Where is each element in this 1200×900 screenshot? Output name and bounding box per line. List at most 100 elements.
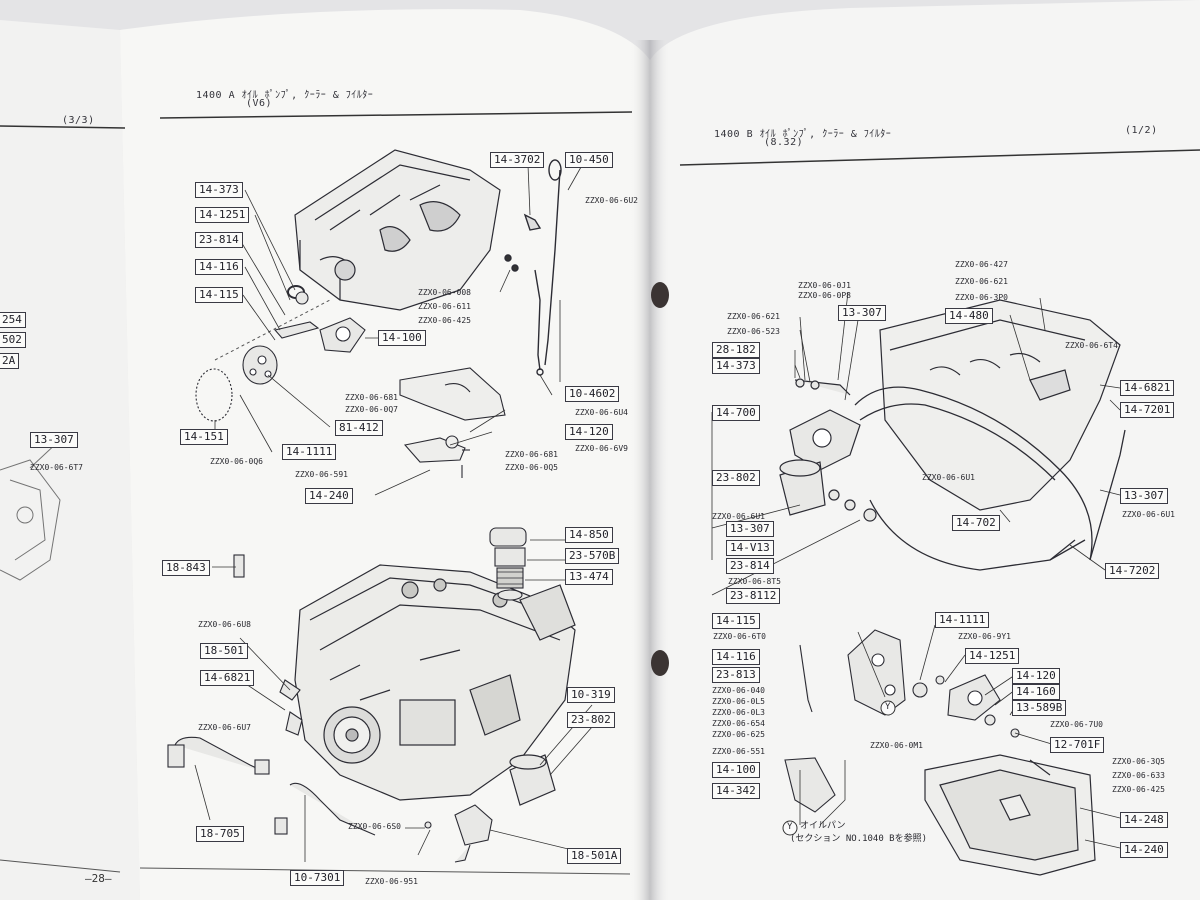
part-14-151[interactable]: 14-151 bbox=[180, 429, 228, 445]
code-zzx0-06-040: ZZX0-06-040 bbox=[712, 686, 765, 695]
code-zzx0-06-7u0: ZZX0-06-7U0 bbox=[1050, 720, 1103, 729]
code-zzx0-06-0q6: ZZX0-06-0Q6 bbox=[210, 457, 263, 466]
part-10-319[interactable]: 10-319 bbox=[567, 687, 615, 703]
code-zzx0-06-0p8: ZZX0-06-0P8 bbox=[798, 291, 851, 300]
cylinder-block-drawing bbox=[294, 149, 501, 311]
part-14-373[interactable]: 14-373 bbox=[195, 182, 243, 198]
code-zzx0-06-625: ZZX0-06-625 bbox=[712, 730, 765, 739]
part-14-v13[interactable]: 14-V13 bbox=[726, 540, 774, 556]
code-zzx0-06-3p0: ZZX0-06-3P0 bbox=[955, 293, 1008, 302]
code-zzx0-06-6u2: ZZX0-06-6U2 bbox=[585, 196, 638, 205]
part-14-702[interactable]: 14-702 bbox=[952, 515, 1000, 531]
right-engine-block-drawing bbox=[879, 299, 1121, 511]
oil-cooler-drawing bbox=[489, 527, 527, 601]
code-zzx0-06-8t5: ZZX0-06-8T5 bbox=[728, 577, 781, 586]
ref-label-y-lower: Y bbox=[787, 822, 793, 832]
code-zzx0-06-591: ZZX0-06-591 bbox=[295, 470, 348, 479]
part-13-307-top[interactable]: 13-307 bbox=[838, 305, 886, 321]
part-14-240[interactable]: 14-240 bbox=[305, 488, 353, 504]
code-zzx0-06-0l5: ZZX0-06-0L5 bbox=[712, 697, 765, 706]
part-14-116[interactable]: 14-116 bbox=[712, 649, 760, 665]
part-14-100[interactable]: 14-100 bbox=[712, 762, 760, 778]
part-14-115[interactable]: 14-115 bbox=[712, 613, 760, 629]
part-13-307-mid[interactable]: 13-307 bbox=[726, 521, 774, 537]
part-14-1111[interactable]: 14-1111 bbox=[282, 444, 337, 460]
code-zzx0-06-6u4: ZZX0-06-6U4 bbox=[575, 408, 628, 417]
code-zzx0-06-6t4: ZZX0-06-6T4 bbox=[1065, 341, 1118, 350]
code-zzx0-06-951: ZZX0-06-951 bbox=[365, 877, 418, 886]
partial-code-1: ZZX0-06-6T7 bbox=[30, 463, 83, 472]
ref-label-y-upper: Y bbox=[885, 702, 891, 712]
part-14-100[interactable]: 14-100 bbox=[378, 330, 426, 346]
code-zzx0-06-654: ZZX0-06-654 bbox=[712, 719, 765, 728]
oil-lines-drawing bbox=[854, 386, 1126, 571]
code-zzx0-06-427: ZZX0-06-427 bbox=[955, 260, 1008, 269]
code-zzx0-06-551: ZZX0-06-551 bbox=[712, 747, 765, 756]
part-18-705[interactable]: 18-705 bbox=[196, 826, 244, 842]
part-14-1111[interactable]: 14-1111 bbox=[935, 612, 990, 628]
part-14-6821[interactable]: 14-6821 bbox=[200, 670, 255, 686]
part-13-589b[interactable]: 13-589B bbox=[1012, 700, 1067, 716]
code-zzx0-06-008: ZZX0-06-008 bbox=[418, 288, 471, 297]
oil-pump-drawing bbox=[195, 285, 366, 422]
code-zzx0-06-681-a: ZZX0-06-681 bbox=[345, 393, 398, 402]
part-14-3702[interactable]: 14-3702 bbox=[490, 152, 545, 168]
code-zzx0-06-621-a: ZZX0-06-621 bbox=[727, 312, 780, 321]
code-zzx0-06-0l3: ZZX0-06-0L3 bbox=[712, 708, 765, 717]
dipstick-drawing bbox=[504, 159, 562, 376]
right-header-line2: (8.32) bbox=[764, 137, 804, 148]
partial-box-2: 502 bbox=[0, 332, 26, 348]
code-zzx0-06-3q5: ZZX0-06-3Q5 bbox=[1112, 757, 1165, 766]
part-14-1251[interactable]: 14-1251 bbox=[965, 648, 1020, 664]
part-14-120[interactable]: 14-120 bbox=[565, 424, 613, 440]
code-zzx0-06-6u1-b: ZZX0-06-6U1 bbox=[712, 512, 765, 521]
part-14-115[interactable]: 14-115 bbox=[195, 287, 243, 303]
code-zzx0-06-6u8: ZZX0-06-6U8 bbox=[198, 620, 251, 629]
part-23-570b[interactable]: 23-570B bbox=[565, 548, 620, 564]
oil-filter-drawing bbox=[509, 754, 556, 806]
part-23-814[interactable]: 23-814 bbox=[726, 558, 774, 574]
part-10-450[interactable]: 10-450 bbox=[565, 152, 613, 168]
ref-circle-y-upper bbox=[880, 700, 896, 716]
part-14-850[interactable]: 14-850 bbox=[565, 527, 613, 543]
part-14-160[interactable]: 14-160 bbox=[1012, 684, 1060, 700]
part-10-7301[interactable]: 10-7301 bbox=[290, 870, 345, 886]
part-23-802[interactable]: 23-802 bbox=[567, 712, 615, 728]
part-13-474[interactable]: 13-474 bbox=[565, 569, 613, 585]
part-14-480[interactable]: 14-480 bbox=[945, 308, 993, 324]
code-zzx0-06-6v9: ZZX0-06-6V9 bbox=[575, 444, 628, 453]
part-18-501a[interactable]: 18-501A bbox=[567, 848, 622, 864]
right-page-indicator: (1/2) bbox=[1125, 125, 1158, 136]
part-23-814[interactable]: 23-814 bbox=[195, 232, 243, 248]
part-18-843[interactable]: 18-843 bbox=[162, 560, 210, 576]
left-page-number: —28— bbox=[85, 872, 112, 885]
part-14-373[interactable]: 14-373 bbox=[712, 358, 760, 374]
part-23-802[interactable]: 23-802 bbox=[712, 470, 760, 486]
part-14-7202[interactable]: 14-7202 bbox=[1105, 563, 1160, 579]
part-10-4602[interactable]: 10-4602 bbox=[565, 386, 620, 402]
part-14-240[interactable]: 14-240 bbox=[1120, 842, 1168, 858]
part-28-182[interactable]: 28-182 bbox=[712, 342, 760, 358]
oil-pan-drawing bbox=[924, 754, 1096, 876]
part-12-701f[interactable]: 12-701F bbox=[1050, 737, 1105, 753]
part-14-7201[interactable]: 14-7201 bbox=[1120, 402, 1175, 418]
part-81-412[interactable]: 81-412 bbox=[335, 420, 383, 436]
part-14-116[interactable]: 14-116 bbox=[195, 259, 243, 275]
part-18-501[interactable]: 18-501 bbox=[200, 643, 248, 659]
part-23-813[interactable]: 23-813 bbox=[712, 667, 760, 683]
code-zzx0-06-6u7: ZZX0-06-6U7 bbox=[198, 723, 251, 732]
ref-circle-y-lower bbox=[782, 820, 798, 836]
code-zzx0-06-0m1: ZZX0-06-0M1 bbox=[870, 741, 923, 750]
part-14-342[interactable]: 14-342 bbox=[712, 783, 760, 799]
binder-hole-top bbox=[651, 282, 669, 308]
code-zzx0-06-6u1-a: ZZX0-06-6U1 bbox=[922, 473, 975, 482]
part-13-307-right[interactable]: 13-307 bbox=[1120, 488, 1168, 504]
part-14-700[interactable]: 14-700 bbox=[712, 405, 760, 421]
part-14-248[interactable]: 14-248 bbox=[1120, 812, 1168, 828]
part-14-1251[interactable]: 14-1251 bbox=[195, 207, 250, 223]
sensors-drawing bbox=[167, 554, 493, 863]
part-14-120[interactable]: 14-120 bbox=[1012, 668, 1060, 684]
part-14-6821[interactable]: 14-6821 bbox=[1120, 380, 1175, 396]
part-23-8112[interactable]: 23-8112 bbox=[726, 588, 781, 604]
